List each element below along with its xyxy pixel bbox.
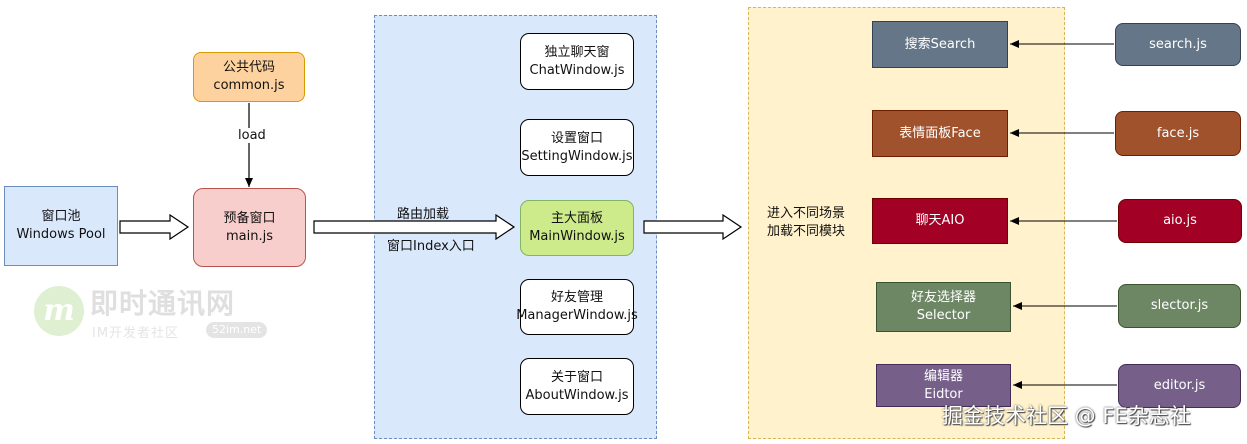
setting-window-node: 设置窗口 SettingWindow.js [520,119,634,176]
selector-js-node: slector.js [1118,284,1241,328]
window-node-title: 独立聊天窗 [544,44,610,60]
main-window-node: 主大面板 MainWindow.js [520,200,634,256]
preload-window-title: 预备窗口 [223,210,276,226]
editor-module-node: 编辑器 Eidtor [876,364,1011,407]
load-label: load [236,128,268,143]
file-name: editor.js [1153,378,1206,393]
scene-label-line2: 加载不同模块 [766,224,845,239]
face-js-node: face.js [1115,111,1241,156]
common-code-title: 公共代码 [222,60,275,75]
pool-to-preload-arrow [119,213,190,241]
preload-window-node: 预备窗口 main.js [193,188,306,267]
file-name: aio.js [1163,213,1197,228]
windows-pool-title: 窗口池 [41,209,81,224]
file-name: slector.js [1150,298,1209,313]
module-title: 好友选择器 [910,290,976,305]
route-arrow [313,213,516,241]
scene-label-line1: 进入不同场景 [766,206,845,221]
watermark-badge-icon: m [34,286,84,336]
window-node-file: ChatWindow.js [529,62,625,78]
module-title: 表情面板Face [899,125,981,141]
file-name: face.js [1156,125,1200,141]
watermark-title: 即时通讯网 [90,287,236,320]
preload-window-file: main.js [226,228,273,244]
scene-label: 进入不同场景 加载不同模块 [756,204,856,242]
module-title: 聊天AIO [915,213,965,228]
face-module-node: 表情面板Face [872,110,1008,157]
windows-pool-subtitle: Windows Pool [16,227,106,242]
window-node-file: SettingWindow.js [521,148,633,164]
manager-window-node: 好友管理 ManagerWindow.js [516,279,638,335]
aio-module-node: 聊天AIO [872,198,1008,244]
window-node-file: ManagerWindow.js [516,308,638,323]
module-subtitle: Eidtor [924,386,963,402]
module-title: 搜索Search [904,36,976,52]
chat-window-node: 独立聊天窗 ChatWindow.js [520,33,634,90]
window-node-title: 主大面板 [550,211,603,226]
watermark-url-badge: 52im.net [206,322,268,338]
search-js-node: search.js [1115,23,1241,66]
about-window-node: 关于窗口 AboutWindow.js [520,358,634,415]
watermark-subtitle: IM开发者社区 [92,326,180,341]
module-subtitle: Selector [916,308,971,323]
window-index-label: 窗口Index入口 [387,239,475,254]
window-node-title: 好友管理 [550,290,603,305]
file-to-module-arrows [1010,40,1117,389]
watermark-logo: m 即时通讯网 IM开发者社区 52im.net [34,282,284,346]
selector-module-node: 好友选择器 Selector [876,282,1011,332]
window-node-file: MainWindow.js [529,229,625,244]
common-code-node: 公共代码 common.js [193,52,305,102]
window-node-title: 关于窗口 [550,369,603,385]
aio-js-node: aio.js [1118,199,1242,243]
editor-js-node: editor.js [1118,364,1241,408]
scene-arrow [643,213,743,241]
file-name: search.js [1149,36,1207,52]
window-node-title: 设置窗口 [550,130,603,146]
module-title: 编辑器 [923,368,963,384]
window-node-file: AboutWindow.js [525,387,629,403]
common-code-file: common.js [213,78,285,93]
route-load-label: 路由加载 [397,207,450,222]
search-module-node: 搜索Search [872,21,1008,68]
credit-watermark: 掘金技术社区 @ FE杂志社 [942,404,1191,428]
windows-pool-node: 窗口池 Windows Pool [4,186,118,266]
